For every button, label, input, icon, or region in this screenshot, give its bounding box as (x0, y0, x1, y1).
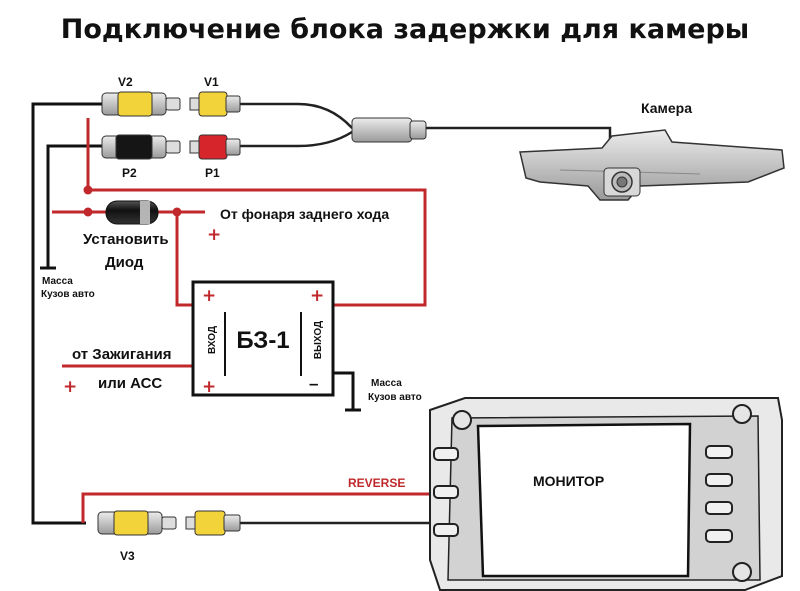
delay-box-input-label: ВХОД (207, 326, 218, 354)
rca-v3-connector (97, 510, 177, 536)
delay-box (191, 280, 335, 397)
plus-mark: + (202, 286, 216, 306)
monitor (429, 397, 783, 591)
label-p2: P2 (122, 166, 137, 180)
camera-cable-main (425, 126, 612, 150)
junction-dot (83, 185, 93, 195)
minus-mark: – (309, 374, 318, 393)
label-v3: V3 (120, 549, 135, 563)
label-v1: V1 (204, 75, 219, 89)
rca-v1-connector (189, 91, 241, 117)
power-p1-connector (189, 134, 241, 160)
output-ground-wire (333, 371, 355, 410)
junction-dot (83, 207, 93, 217)
label-reverse: REVERSE (348, 476, 405, 490)
red-power-loop-wire (86, 118, 427, 307)
power-p2-connector (101, 134, 181, 160)
label-ground-right-line1: Масса (371, 378, 402, 389)
camera-cable-v (225, 102, 353, 129)
rca-v2-connector (101, 91, 181, 117)
label-camera: Камера (641, 100, 692, 116)
plus-mark: + (207, 225, 221, 245)
plus-mark: + (202, 377, 216, 397)
label-ignition-line2: или АСС (98, 375, 162, 392)
rca-v3-plug (185, 510, 241, 536)
camera-cable-p (238, 130, 353, 148)
junction-dot (172, 207, 182, 217)
red-wire-to-input (175, 212, 196, 307)
label-monitor: МОНИТОР (533, 473, 604, 489)
plus-mark: + (63, 377, 77, 397)
reverse-wire (81, 492, 430, 523)
plus-mark: + (310, 286, 324, 306)
label-p1: P1 (205, 166, 220, 180)
cable-splitter (351, 117, 427, 143)
camera (519, 129, 785, 201)
label-ignition-line1: от Зажигания (72, 346, 172, 363)
delay-box-name: БЗ-1 (236, 327, 289, 354)
label-install-diode-line1: Установить (83, 231, 169, 248)
label-v2: V2 (118, 75, 133, 89)
label-reverse-light: От фонаря заднего хода (220, 206, 389, 222)
delay-box-output-label: ВЫХОД (313, 321, 324, 359)
label-install-diode-line2: Диод (105, 254, 144, 271)
label-ground-left-line2: Кузов авто (41, 289, 95, 300)
power-ground-wire (46, 144, 103, 268)
diagram-title: Подключение блока задержки для камеры (61, 14, 749, 45)
diode (105, 200, 159, 225)
label-ground-left-line1: Масса (42, 276, 73, 287)
video-wire-left (31, 102, 103, 525)
label-ground-right-line2: Кузов авто (368, 392, 422, 403)
